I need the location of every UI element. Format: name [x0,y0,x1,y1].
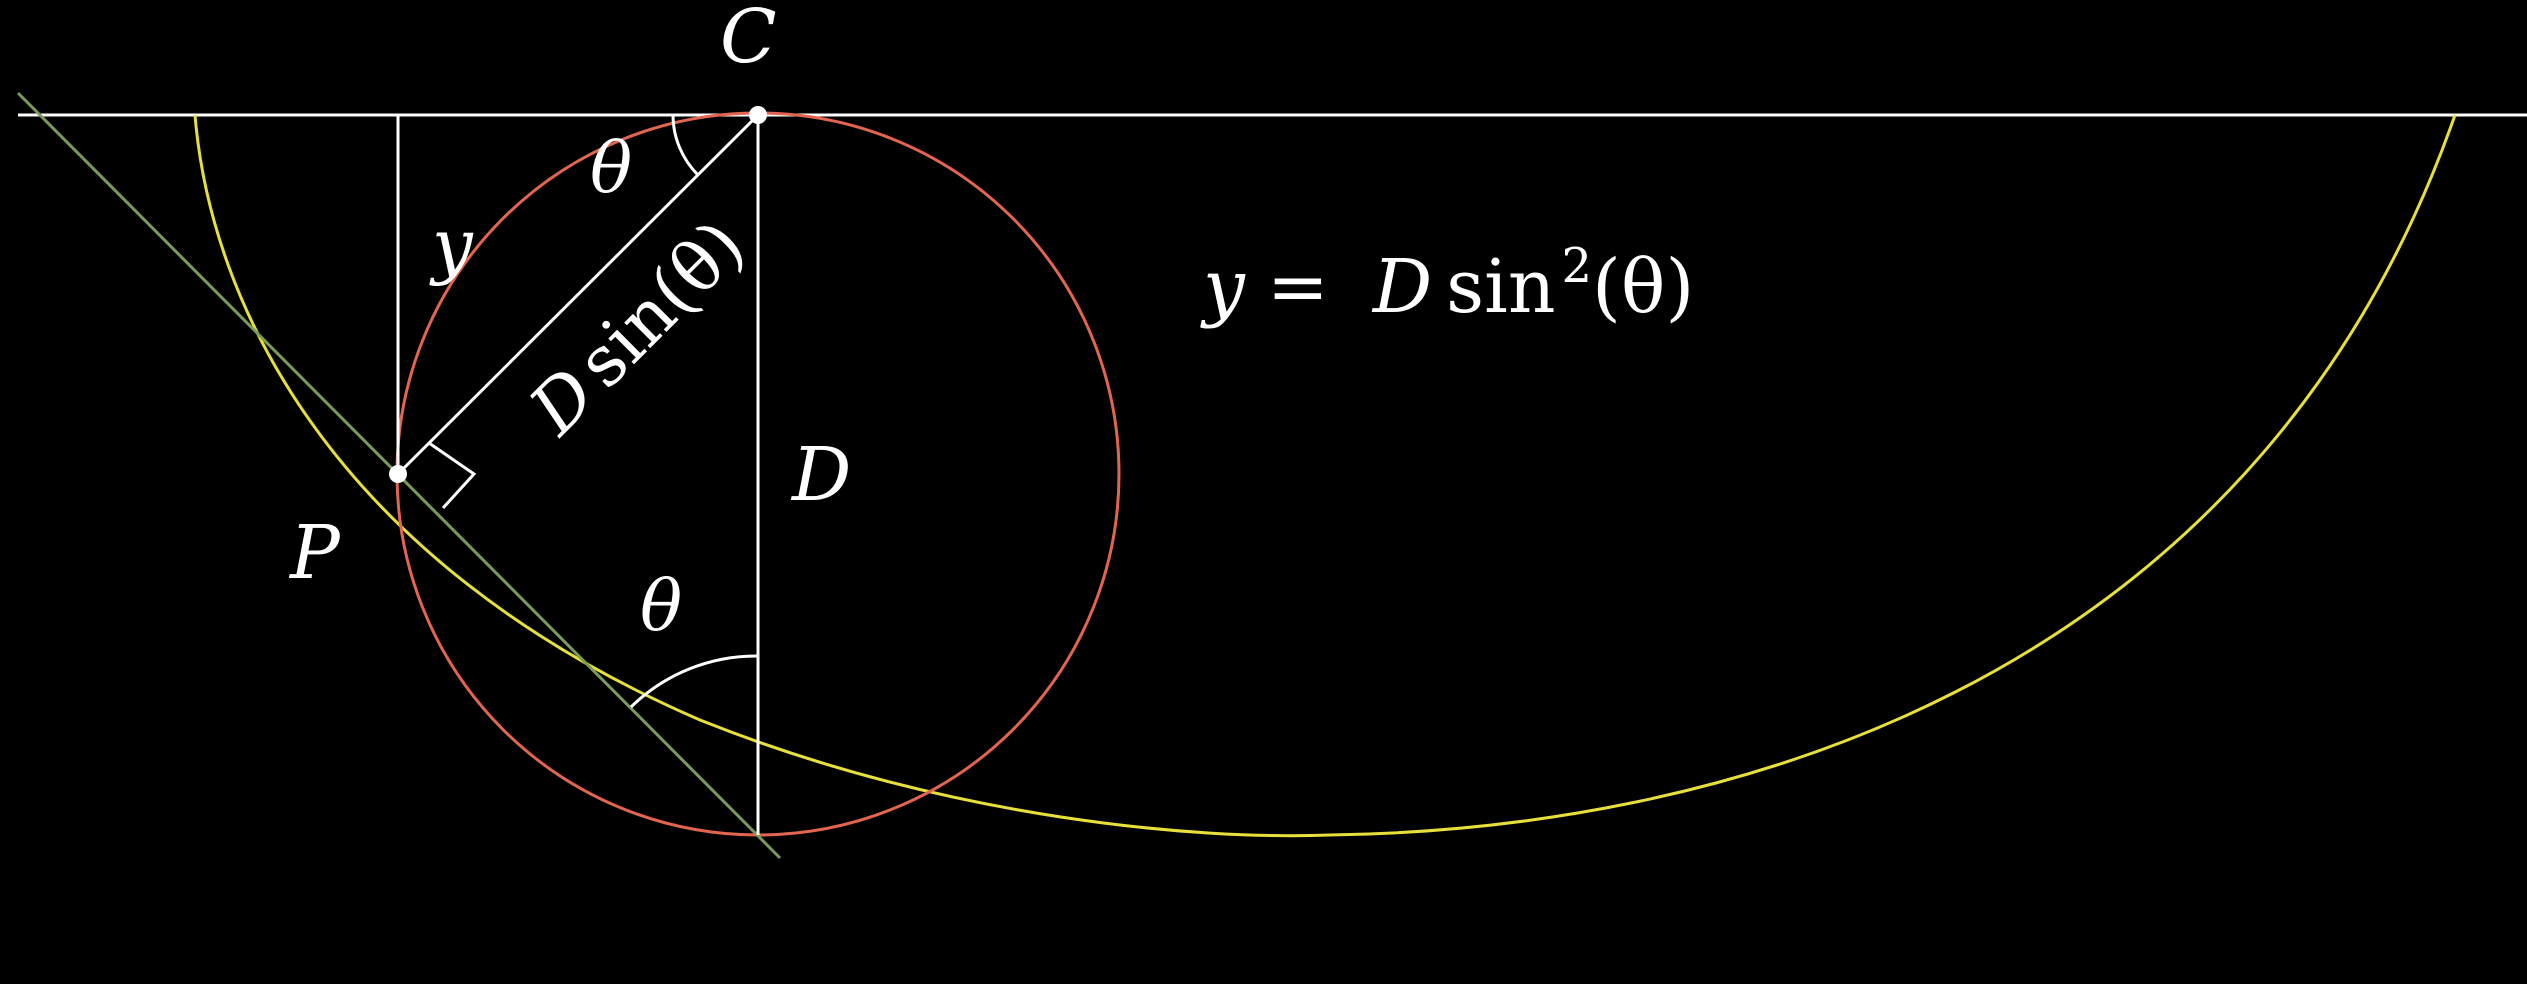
label-d: D [790,432,851,518]
right-angle-marker [428,441,477,510]
label-p: P [288,510,341,596]
chord-label: Dsin(θ) [513,204,761,451]
point-p [389,465,407,483]
label-y: y [429,203,474,287]
formula-d: D [1371,244,1432,330]
angle-arc-top [671,114,700,177]
formula-eq: = [1267,244,1329,330]
angle-arc-bottom [629,654,759,709]
label-theta-bottom: θ [640,565,682,647]
formula-exp: 2 [1561,238,1592,294]
cycloid-curve [193,114,2457,838]
formula-sin: sin [1446,244,1555,330]
label-theta-top: θ [590,127,632,209]
formula-y: y [1200,244,1246,330]
formula-arg: (θ) [1592,244,1694,330]
point-c [749,106,767,124]
svg-text:Dsin(θ): Dsin(θ) [513,204,761,451]
label-c: C [720,0,777,80]
